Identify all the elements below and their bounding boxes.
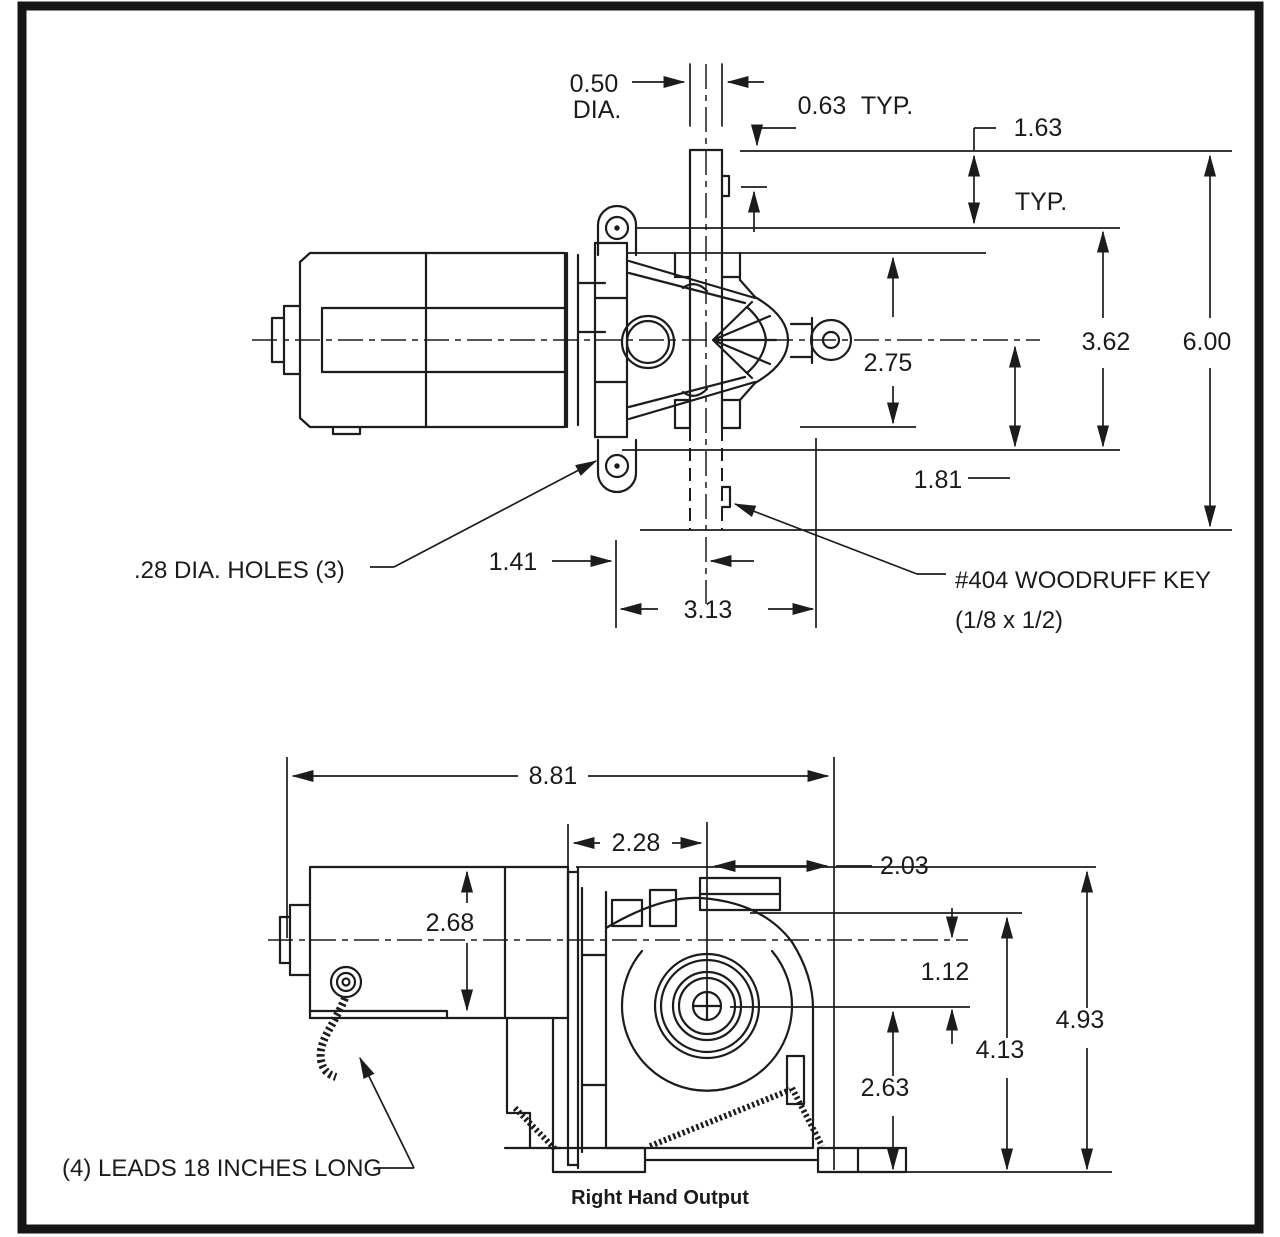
top-view: 0.50 DIA. 0.63 TYP. 1.63 TYP. 3.62 <box>134 63 1232 634</box>
reference-lines-side <box>286 757 1112 1173</box>
holes-note-label: .28 DIA. HOLES (3) <box>134 557 345 584</box>
gearbox-bracket-top <box>565 241 629 439</box>
dim-1-81-lines <box>968 345 1022 479</box>
base-feet <box>551 1146 908 1174</box>
output-link-top <box>789 316 853 365</box>
dim-4-93-label: 4.93 <box>1056 1006 1105 1034</box>
dim-2-28-label: 2.28 <box>612 829 661 857</box>
lead-exit-boss <box>329 965 363 999</box>
view-caption: Right Hand Output <box>571 1187 749 1209</box>
side-view: 8.81 2.28 2.03 2.68 1.12 <box>62 757 1112 1209</box>
dim-1-81-label: 1.81 <box>914 466 963 494</box>
mounting-ear-bottom <box>596 438 638 494</box>
dim-0-63-label: 0.63 <box>798 92 847 120</box>
dimensions-top: 0.50 DIA. 0.63 TYP. 1.63 TYP. 3.62 <box>134 70 1231 634</box>
dim-1-63-lines <box>967 127 996 225</box>
woodruff-key <box>720 485 732 509</box>
leads-note-label: (4) LEADS 18 INCHES LONG <box>62 1155 382 1182</box>
dim-8-81-label: 8.81 <box>529 762 578 790</box>
centerlines-top <box>252 64 1040 604</box>
dim-4-13-label: 4.13 <box>976 1036 1025 1064</box>
dim-2-03-label: 2.03 <box>880 852 929 880</box>
motor-body-top <box>270 251 567 436</box>
page-border <box>17 1 1264 1234</box>
reference-lines-top <box>615 150 1232 628</box>
holes-note-leader <box>370 460 598 568</box>
dim-2-63-label: 2.63 <box>861 1074 910 1102</box>
dim-2-68-label: 2.68 <box>426 909 475 937</box>
key-note-line2: (1/8 x 1/2) <box>955 607 1063 634</box>
dim-1-63-label: 1.63 <box>1014 114 1063 142</box>
gear-housing-top <box>620 251 790 430</box>
dim-0-63-lines <box>741 128 796 232</box>
side-tab <box>785 1054 806 1106</box>
leads-note-leader <box>359 1056 415 1169</box>
dim-0-50-dia-label: DIA. <box>573 96 622 124</box>
dim-0-63-typ-label: TYP. <box>861 92 913 120</box>
key-note-line1: #404 WOODRUFF KEY <box>955 567 1211 594</box>
typ-label: TYP. <box>1015 188 1067 216</box>
output-shaft-top <box>688 63 732 530</box>
mounting-ear-top <box>596 204 638 257</box>
dim-3-62-label: 3.62 <box>1082 328 1131 356</box>
dim-2-75-label: 2.75 <box>864 349 913 377</box>
dim-1-41-label: 1.41 <box>489 548 538 576</box>
motor-body-side <box>278 865 570 1020</box>
key-note-leader <box>733 503 946 575</box>
dim-1-12-label: 1.12 <box>921 958 970 986</box>
dim-0-50-label: 0.50 <box>570 70 619 98</box>
dimensions-side: 8.81 2.28 2.03 2.68 1.12 <box>62 762 1104 1209</box>
lead-wire <box>316 996 349 1081</box>
dim-6-00-label: 6.00 <box>1183 328 1232 356</box>
dim-3-13-label: 3.13 <box>684 596 733 624</box>
gussets <box>512 1086 825 1153</box>
